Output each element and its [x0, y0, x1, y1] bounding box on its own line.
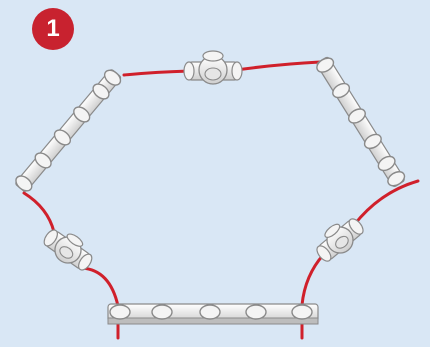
long-rod-left: [13, 67, 123, 193]
link-right-rod-to-right-hub: [354, 181, 418, 225]
link-left-rod-to-top-hub: [124, 71, 190, 75]
link-top-hub-to-right-rod: [236, 62, 320, 70]
hub-connector-left: [39, 222, 98, 276]
link-left-hub-to-bottom-rod: [82, 268, 118, 306]
link-left-rod-to-left-hub: [24, 193, 54, 232]
hub-connector-top: [184, 51, 242, 84]
link-right-hub-to-bottom-rod: [302, 254, 324, 305]
long-rod-right: [314, 55, 407, 188]
long-rod-bottom: [108, 304, 318, 324]
